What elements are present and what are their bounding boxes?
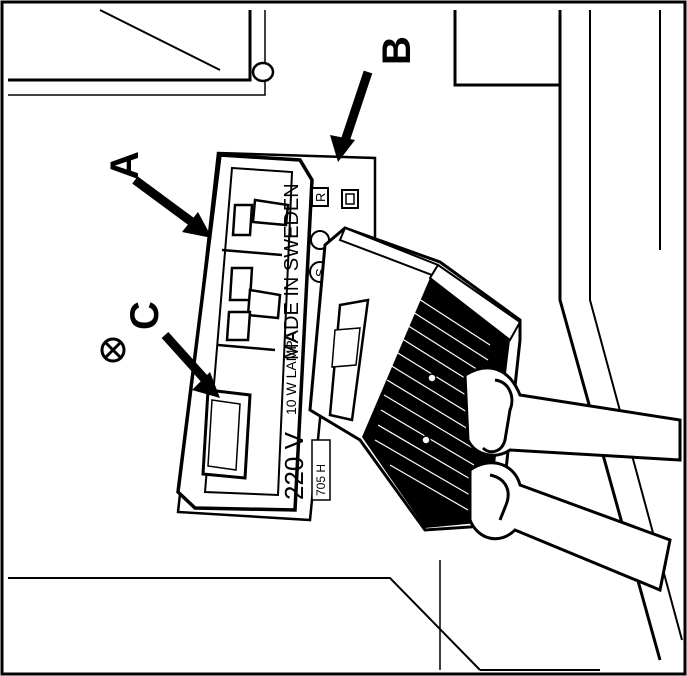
callout-b: B: [330, 36, 419, 162]
plug-prong: [331, 327, 361, 368]
cert-symbol-s-text: S: [313, 268, 328, 277]
plate-text-model: 705 H: [314, 464, 328, 496]
housing-diagonal: [99, 9, 221, 71]
plug-rivet-2: [421, 435, 431, 445]
socket-divider-1: [221, 248, 283, 257]
side-rib-2: [589, 10, 683, 641]
housing-top-edge-inner: [8, 10, 266, 96]
plug: [308, 226, 522, 532]
plate-text-voltage: 220 V: [279, 431, 309, 500]
switch-face: [207, 399, 241, 471]
socket-pin-5: [225, 310, 252, 342]
double-insulation-icon: [341, 189, 359, 209]
socket-divider-2: [217, 343, 276, 352]
housing-top-edge: [8, 10, 252, 82]
socket-pin-2: [251, 198, 290, 227]
callout-c-label: C: [123, 301, 167, 330]
callout-c: C: [123, 301, 220, 398]
socket-pin-4: [246, 288, 282, 320]
model-badge: 705 H: [311, 439, 331, 501]
screw-icon: [100, 337, 126, 363]
callout-a: A: [103, 151, 212, 238]
plate-text-made-in: MADE IN SWEDEN: [281, 183, 303, 360]
socket-pin-1: [231, 203, 254, 237]
plug-rivet-1: [427, 373, 437, 383]
cert-symbol-r: R: [311, 187, 329, 207]
cert-symbol-r-text: R: [313, 193, 328, 202]
housing-floor: [8, 577, 481, 671]
side-panel-edge: [453, 10, 560, 87]
callout-a-label: A: [103, 151, 147, 180]
plate-text-wattage: 10 W LAMPA: [283, 331, 299, 415]
plug-grip-face: [362, 278, 510, 528]
power-cable: [463, 366, 682, 593]
socket-pins: [217, 198, 290, 352]
mounting-hole: [251, 61, 275, 83]
callout-b-label: B: [375, 36, 419, 65]
